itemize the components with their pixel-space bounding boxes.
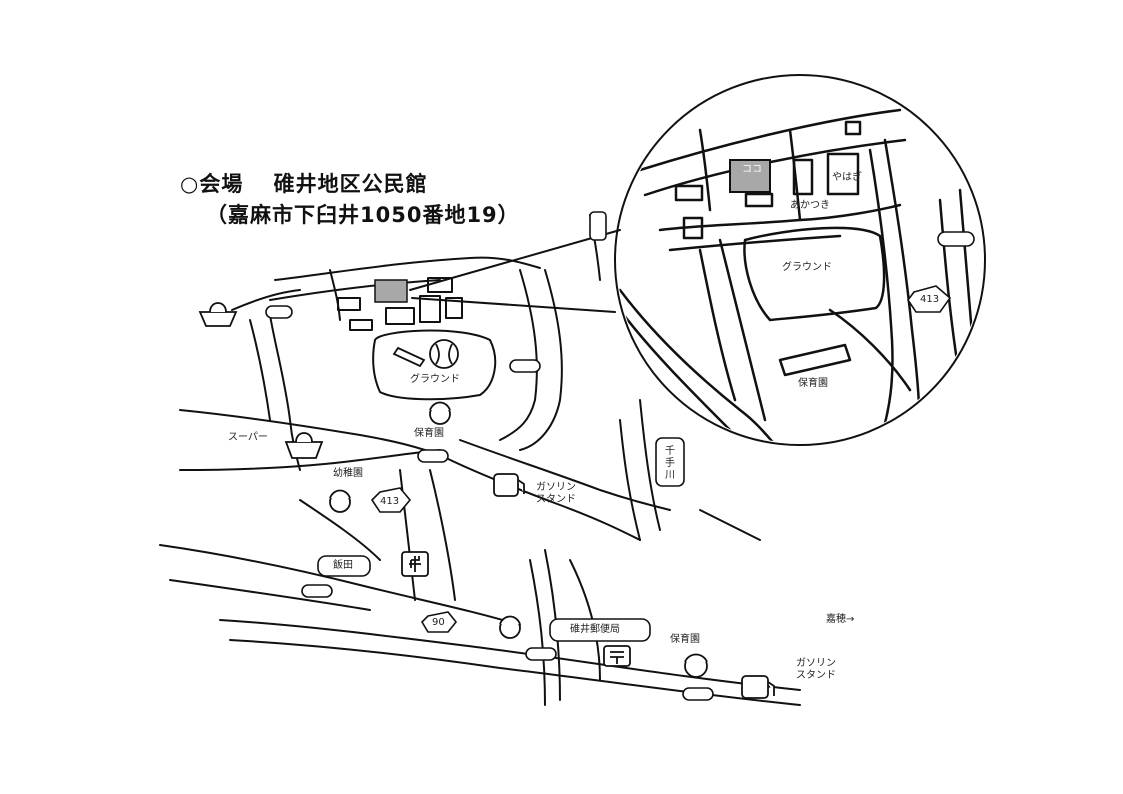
inset-road bbox=[938, 198, 962, 382]
inset-road bbox=[718, 238, 767, 422]
road bbox=[169, 579, 371, 611]
inset-label-nursery: 保育園 bbox=[798, 378, 828, 389]
inset-road bbox=[958, 188, 977, 372]
callout-line bbox=[409, 229, 621, 291]
road bbox=[269, 279, 441, 301]
road bbox=[429, 469, 456, 601]
road bbox=[299, 499, 381, 561]
road bbox=[274, 256, 541, 281]
map-label-post-office: 碓井郵便局 bbox=[570, 624, 620, 635]
map-label-gas-station: ガソリン スタンド bbox=[536, 482, 576, 505]
venue-address: （嘉麻市下臼井1050番地19） bbox=[206, 203, 520, 227]
inset-road bbox=[828, 308, 912, 392]
map-label-kindergarten: 幼稚園 bbox=[333, 468, 363, 479]
basket-icon bbox=[284, 432, 324, 459]
inset-venue-building bbox=[729, 159, 771, 193]
traffic-light-icon bbox=[265, 231, 975, 701]
inset-building bbox=[792, 158, 814, 196]
venue-building bbox=[374, 279, 408, 303]
building bbox=[385, 307, 415, 325]
inset-label-yahagi: やはぎ bbox=[832, 172, 862, 183]
map-label-kaho: 嘉穂→ bbox=[826, 614, 855, 625]
road bbox=[329, 269, 341, 321]
road bbox=[179, 449, 441, 471]
inset-building bbox=[844, 120, 862, 136]
inset-road bbox=[618, 308, 732, 432]
inset-road bbox=[698, 248, 737, 402]
building bbox=[349, 319, 373, 331]
school-child-icon bbox=[329, 489, 351, 513]
road bbox=[249, 319, 271, 421]
building bbox=[445, 297, 463, 319]
map-label-river: 千手川 bbox=[665, 446, 675, 481]
school-child-icon bbox=[429, 401, 451, 425]
hospital-cross-icon bbox=[401, 551, 429, 577]
school-child-icon bbox=[499, 615, 521, 639]
inset-ground bbox=[743, 226, 886, 322]
inset-building bbox=[826, 152, 860, 196]
road bbox=[499, 269, 538, 441]
baseball-icon bbox=[392, 339, 459, 369]
inset-nursery-building bbox=[778, 343, 852, 377]
inset-building bbox=[682, 216, 704, 240]
road bbox=[159, 544, 521, 626]
baseball-ground bbox=[372, 329, 497, 401]
basket-icon bbox=[198, 302, 238, 327]
inset-road bbox=[788, 128, 802, 222]
signpost bbox=[317, 211, 685, 642]
road bbox=[639, 399, 661, 531]
map-label-supermarket: スーパー bbox=[228, 432, 268, 443]
inset-label-akatsuki: あかつき bbox=[790, 200, 830, 211]
route-90-label: 90 bbox=[432, 617, 445, 628]
road bbox=[179, 409, 441, 456]
inset-circle bbox=[614, 74, 986, 446]
inset-road bbox=[698, 128, 712, 212]
map-label-gas-station-2: ガソリン スタンド bbox=[796, 658, 836, 681]
building bbox=[419, 295, 441, 323]
road bbox=[399, 469, 416, 601]
road bbox=[529, 559, 546, 706]
road bbox=[459, 439, 671, 511]
road bbox=[699, 509, 761, 541]
inset-label-here: ココ bbox=[742, 164, 762, 175]
road bbox=[219, 619, 801, 691]
inset-road bbox=[618, 288, 782, 443]
school-child-icon bbox=[684, 653, 708, 678]
building bbox=[337, 297, 361, 311]
map-label-ground: グラウンド bbox=[410, 374, 460, 385]
road bbox=[439, 454, 641, 541]
road bbox=[619, 419, 641, 541]
map-label-nursery-2: 保育園 bbox=[670, 634, 700, 645]
route-413-label: 413 bbox=[380, 496, 400, 507]
callout-line bbox=[411, 297, 616, 313]
route-shield-413 bbox=[370, 487, 412, 513]
inset-road bbox=[668, 234, 842, 252]
gas-pump-icon bbox=[741, 675, 775, 699]
venue-title: ○会場 碓井地区公民館 bbox=[180, 172, 428, 196]
inset-route-413-label: 413 bbox=[920, 294, 940, 305]
post-office-icon bbox=[603, 645, 631, 667]
inset-building bbox=[744, 192, 774, 208]
map-label-nursery: 保育園 bbox=[414, 428, 444, 439]
inset-building bbox=[674, 184, 704, 202]
inset-road bbox=[868, 148, 894, 442]
inset-label-ground: グラウンド bbox=[782, 262, 832, 273]
road bbox=[231, 289, 301, 311]
route-shield-413-inset bbox=[907, 285, 952, 313]
gas-pump-icon bbox=[493, 473, 525, 497]
road bbox=[229, 639, 801, 706]
route-shield-90 bbox=[420, 611, 458, 633]
map-label-iida: 飯田 bbox=[333, 560, 353, 571]
inset-road bbox=[638, 108, 902, 172]
